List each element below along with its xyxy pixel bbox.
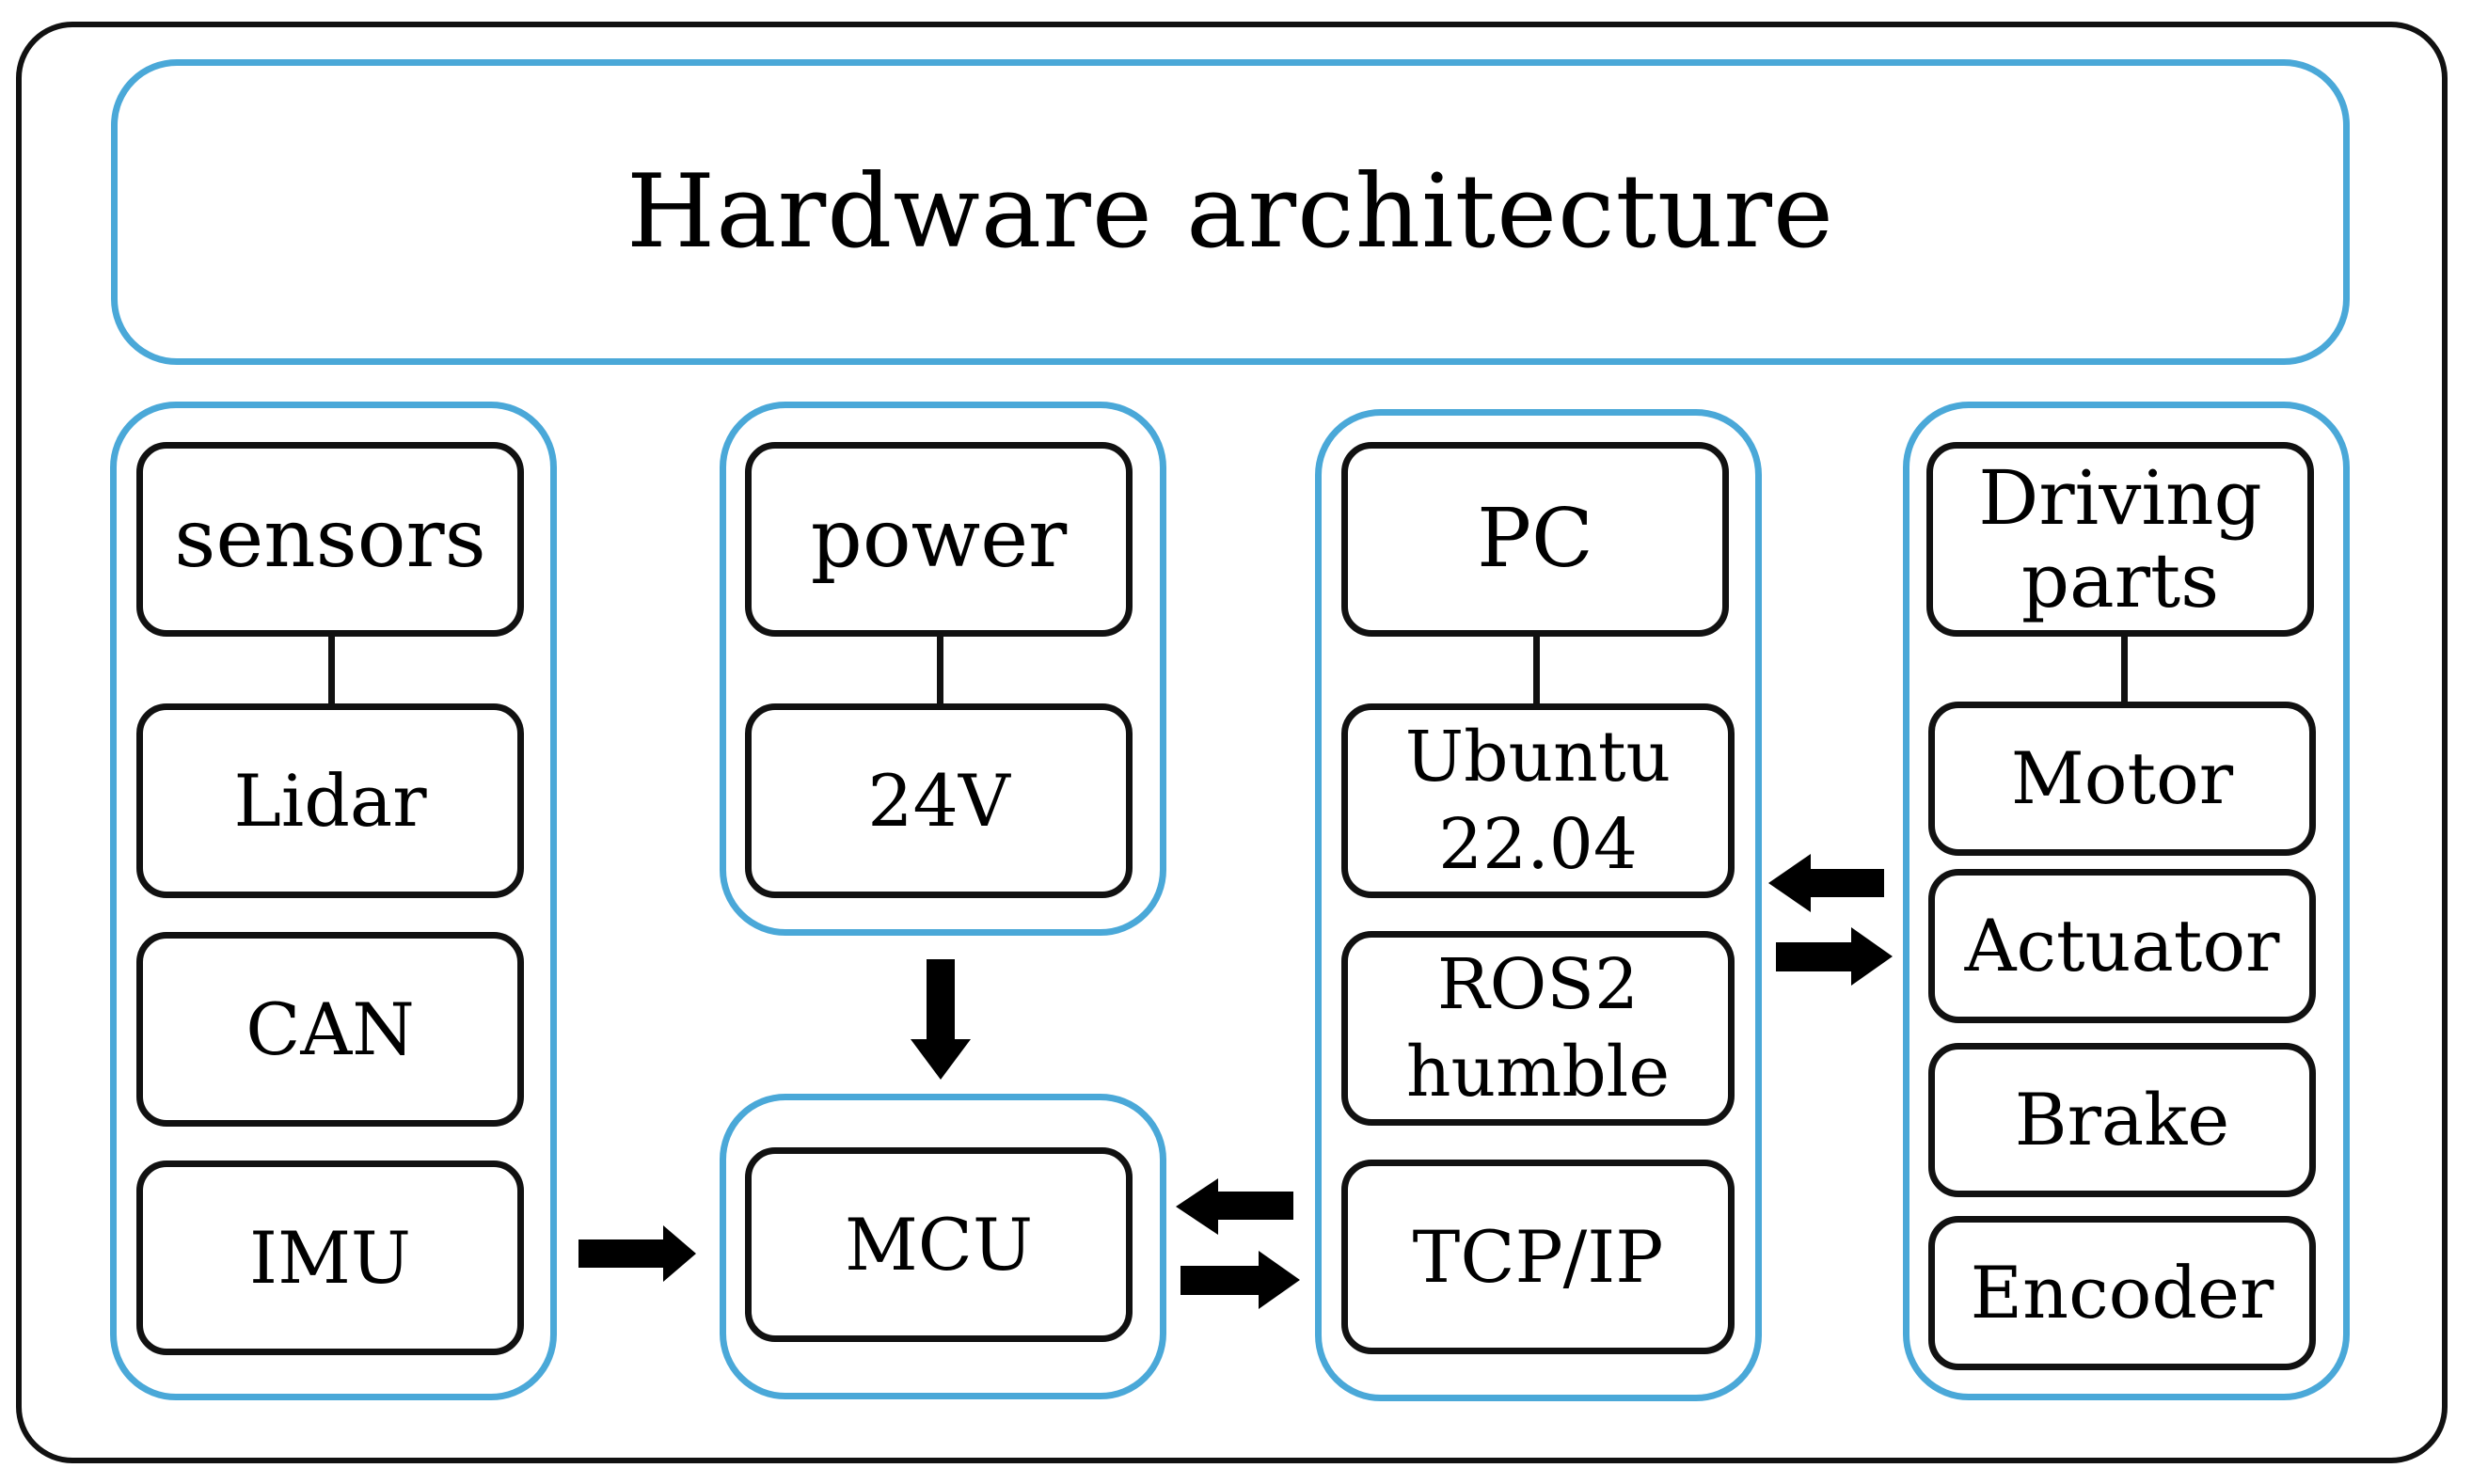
- driving-connector: [2121, 637, 2128, 704]
- mcu-group: [720, 1094, 1166, 1399]
- imu-box: IMU: [136, 1160, 524, 1355]
- diagram-frame: [16, 22, 2448, 1463]
- imu-label: IMU: [249, 1215, 411, 1300]
- can-label: CAN: [246, 987, 415, 1071]
- ros2-label: ROS2 humble: [1405, 944, 1671, 1113]
- mcu-box: MCU: [745, 1147, 1133, 1342]
- pc-header-box: PC: [1341, 442, 1729, 637]
- can-box: CAN: [136, 932, 524, 1127]
- actuator-label: Actuator: [1964, 904, 2280, 988]
- brake-box: Brake: [1928, 1043, 2316, 1197]
- tcpip-label: TCP/IP: [1412, 1214, 1664, 1299]
- mcu-label: MCU: [844, 1202, 1034, 1287]
- lidar-label: Lidar: [233, 758, 427, 843]
- driving-header-label: Driving parts: [1978, 453, 2262, 624]
- power-group: [720, 402, 1166, 936]
- ros2-box: ROS2 humble: [1341, 931, 1735, 1126]
- power-connector: [937, 637, 943, 704]
- motor-box: Motor: [1928, 702, 2316, 856]
- pc-connector: [1533, 637, 1540, 704]
- sensors-connector: [328, 637, 335, 704]
- sensors-header-label: sensors: [174, 492, 486, 587]
- actuator-box: Actuator: [1928, 869, 2316, 1023]
- pc-group: [1315, 409, 1762, 1401]
- pc-header-label: PC: [1477, 492, 1593, 587]
- tcpip-box: TCP/IP: [1341, 1160, 1735, 1354]
- title-box: Hardware architecture: [111, 59, 2350, 365]
- encoder-box: Encoder: [1928, 1216, 2316, 1370]
- power-header-label: power: [810, 492, 1068, 587]
- ubuntu-label: Ubuntu 22.04: [1404, 717, 1672, 885]
- lidar-box: Lidar: [136, 703, 524, 898]
- motor-label: Motor: [2010, 736, 2234, 821]
- sensors-group: [110, 402, 557, 1400]
- driving-header-box: Driving parts: [1926, 442, 2314, 637]
- diagram-title: Hardware architecture: [626, 153, 1834, 271]
- brake-label: Brake: [2014, 1078, 2230, 1162]
- encoder-label: Encoder: [1970, 1251, 2274, 1335]
- 24v-box: 24V: [745, 703, 1133, 898]
- driving-group: [1903, 402, 2350, 1400]
- power-header-box: power: [745, 442, 1133, 637]
- ubuntu-box: Ubuntu 22.04: [1341, 703, 1735, 898]
- 24v-label: 24V: [867, 758, 1010, 843]
- sensors-header-box: sensors: [136, 442, 524, 637]
